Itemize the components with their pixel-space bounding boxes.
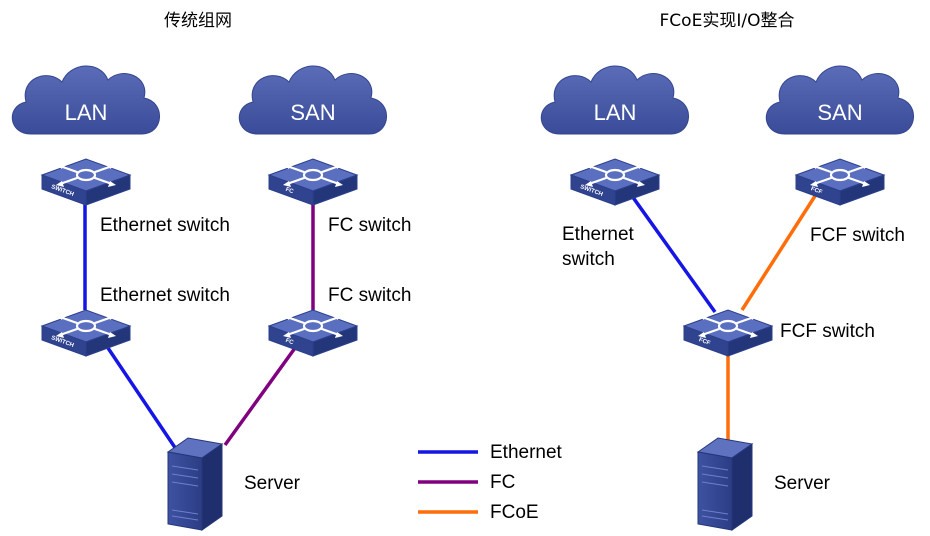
right-ethernet-switch: SWITCH: [569, 157, 661, 207]
switch-tag: FC: [285, 187, 295, 196]
left-san-cloud-label: SAN: [290, 100, 335, 125]
right-fcf-switch-center-label: FCF switch: [780, 321, 875, 342]
left-san-cloud: SAN: [238, 65, 388, 135]
left-ethernet-switch-bottom: SWITCH: [40, 308, 132, 358]
right-fcf-switch-top-label: FCF switch: [810, 225, 905, 246]
legend-fc-label: FC: [490, 472, 515, 493]
right-lan-cloud: LAN: [540, 65, 690, 135]
right-lan-cloud-label: LAN: [594, 100, 637, 125]
legend-fcoe-label: FCoE: [490, 502, 539, 523]
left-server-label: Server: [244, 473, 301, 494]
left-title: 传统组网: [164, 11, 232, 31]
switch-tag: FC: [285, 338, 295, 347]
left-ethernet-link-bottom: [106, 347, 182, 456]
legend-ethernet-label: Ethernet: [490, 442, 563, 463]
left-lan-cloud: LAN: [11, 65, 161, 135]
left-fc-switch-bottom: FC: [267, 308, 359, 358]
right-ethernet-link: [630, 194, 717, 314]
left-fc-link-bottom: [223, 346, 297, 447]
switch-tag: FCF: [810, 186, 823, 196]
left-fc-switch-bottom-label: FC switch: [328, 285, 411, 306]
right-server: [697, 437, 753, 531]
left-ethernet-switch-top-label: Ethernet switch: [100, 215, 230, 236]
right-fcoe-link-top: [740, 195, 817, 311]
left-fc-switch-top: FC: [267, 157, 359, 207]
left-ethernet-switch-top: SWITCH: [40, 157, 132, 207]
right-title: FCoE实现I/O整合: [660, 11, 795, 31]
left-lan-cloud-label: LAN: [65, 100, 108, 125]
right-fcf-switch-top: FCF: [794, 157, 886, 207]
right-fcf-switch-center: FCF: [682, 308, 774, 358]
legend: Ethernet FC FCoE: [418, 442, 563, 523]
right-server-label: Server: [774, 473, 831, 494]
right-ethernet-switch-label-line2: switch: [562, 249, 615, 270]
left-fc-switch-top-label: FC switch: [328, 215, 411, 236]
right-san-cloud: SAN: [765, 65, 915, 135]
right-ethernet-switch-label-line1: Ethernet: [562, 224, 635, 245]
left-ethernet-switch-bottom-label: Ethernet switch: [100, 285, 230, 306]
left-server: [167, 437, 223, 531]
right-san-cloud-label: SAN: [817, 100, 862, 125]
switch-tag: FCF: [698, 337, 711, 347]
